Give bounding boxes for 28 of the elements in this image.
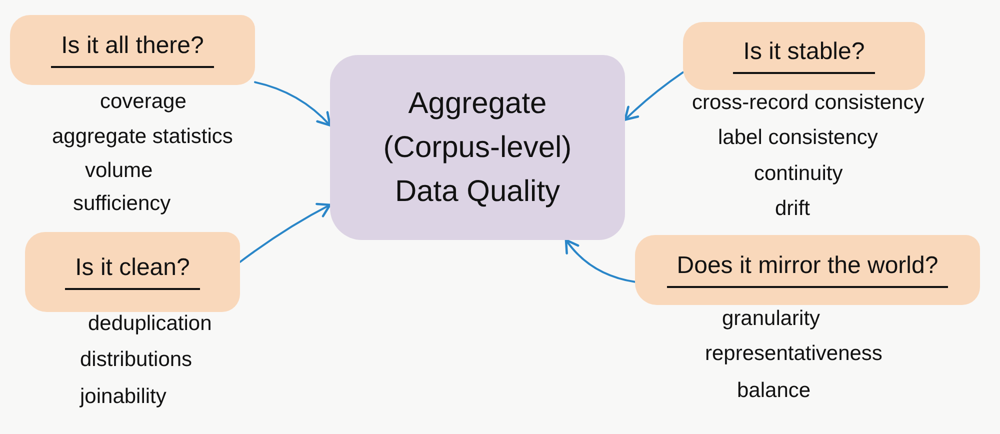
dimension-label: granularity: [722, 306, 820, 332]
arrow: [564, 238, 636, 283]
dimension-label: label consistency: [718, 125, 878, 151]
dimension-label: coverage: [100, 89, 186, 115]
dimension-label: cross-record consistency: [692, 90, 924, 116]
dimension-label: balance: [737, 378, 811, 404]
question-box: [635, 235, 980, 305]
question-box: [10, 15, 255, 85]
arrow: [624, 71, 684, 121]
arrow: [254, 81, 332, 126]
topic-title: Aggregate (Corpus-level) Data Quality: [382, 86, 573, 210]
question-heading: Is it stable?: [733, 38, 875, 74]
question-box: [25, 232, 240, 312]
question-heading: Is it all there?: [51, 32, 214, 68]
dimension-label: deduplication: [88, 311, 212, 337]
question-heading: Does it mirror the world?: [666, 252, 948, 288]
dimension-label: drift: [775, 196, 810, 222]
dimension-label: sufficiency: [73, 191, 171, 217]
dimension-label: distributions: [80, 347, 192, 373]
dimension-label: continuity: [754, 161, 843, 187]
topic-box: [330, 55, 625, 240]
dimension-label: volume: [85, 158, 153, 184]
dimension-label: representativeness: [705, 341, 882, 367]
dimension-label: aggregate statistics: [52, 124, 233, 150]
arrow: [239, 202, 332, 263]
dimension-label: joinability: [80, 384, 166, 410]
question-box: [683, 22, 925, 90]
question-heading: Is it clean?: [65, 254, 200, 290]
